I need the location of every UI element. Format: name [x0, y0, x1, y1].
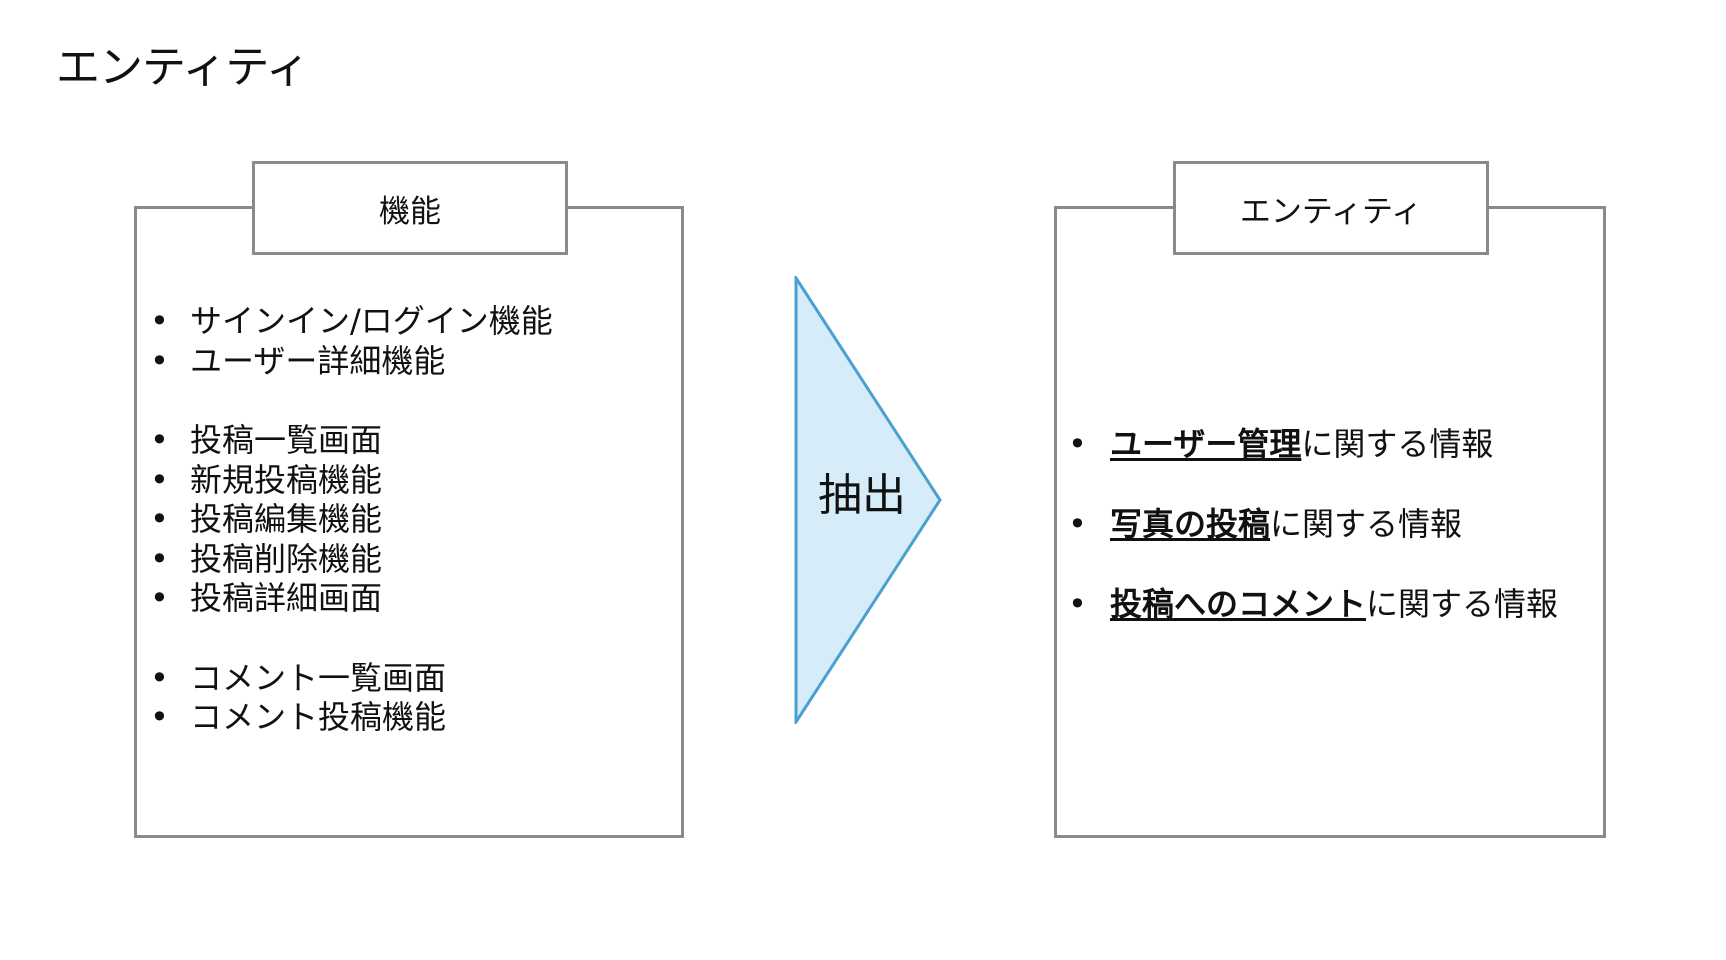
feature-item: コメント一覧画面	[150, 659, 553, 699]
feature-item: 投稿編集機能	[150, 500, 553, 540]
entity-suffix: に関する情報	[1301, 425, 1494, 463]
entity-key: ユーザー管理	[1110, 425, 1302, 463]
extract-arrow	[794, 276, 942, 724]
feature-item: コメント投稿機能	[150, 698, 553, 738]
feature-item: 投稿一覧画面	[150, 421, 553, 461]
arrow-label: 抽出	[818, 470, 906, 521]
entity-item: 投稿へのコメントに関する情報	[1068, 583, 1558, 625]
entity-suffix: に関する情報	[1366, 585, 1559, 623]
feature-list: サインイン/ログイン機能 ユーザー詳細機能 投稿一覧画面 新規投稿機能 投稿編集…	[150, 302, 553, 738]
feature-item: 投稿削除機能	[150, 540, 553, 580]
entity-key: 写真の投稿	[1110, 505, 1271, 543]
entity-item: 写真の投稿に関する情報	[1068, 503, 1558, 545]
entity-key: 投稿へのコメント	[1110, 585, 1367, 623]
feature-item: 新規投稿機能	[150, 461, 553, 501]
entity-item: ユーザー管理に関する情報	[1068, 423, 1558, 465]
feature-item: ユーザー詳細機能	[150, 342, 553, 382]
feature-item: 投稿詳細画面	[150, 579, 553, 619]
entities-panel-tab: エンティティ	[1173, 161, 1489, 255]
features-panel-tab: 機能	[252, 161, 568, 255]
feature-item: サインイン/ログイン機能	[150, 302, 553, 342]
arrow-triangle	[794, 276, 942, 724]
page-title: エンティティ	[56, 42, 310, 93]
entity-suffix: に関する情報	[1270, 505, 1463, 543]
entity-list: ユーザー管理に関する情報 写真の投稿に関する情報 投稿へのコメントに関する情報	[1068, 423, 1558, 663]
